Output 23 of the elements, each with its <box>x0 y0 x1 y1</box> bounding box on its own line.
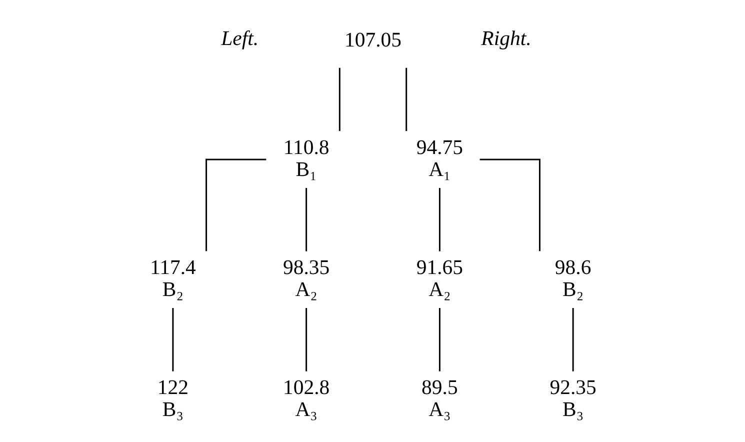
node-text: 117.4 B₂ <box>149 256 196 302</box>
node-text: 98.6 B₂ <box>554 256 591 302</box>
connector <box>405 68 407 132</box>
node-text: 91.65 A₂ <box>416 256 463 302</box>
connector <box>338 68 340 132</box>
connector <box>305 308 307 372</box>
node-text: 102.8 A₃ <box>282 376 330 422</box>
connector <box>438 308 440 372</box>
connector <box>305 188 307 252</box>
connector <box>438 188 440 252</box>
node-text: 94.75 A₁ <box>416 136 463 182</box>
label: Right. <box>480 28 531 50</box>
connector <box>172 308 174 372</box>
node-text: 98.35 A₂ <box>282 256 330 302</box>
node-text: 107.05 <box>344 29 402 52</box>
node-text: 122 B₃ <box>156 376 188 422</box>
node-text: 92.35 B₃ <box>549 376 596 422</box>
node-text: 89.5 A₃ <box>421 376 458 422</box>
node-text: 110.8 B₁ <box>282 136 329 182</box>
label: Left. <box>220 28 258 50</box>
connector <box>479 158 540 252</box>
connector <box>205 158 266 252</box>
connector <box>572 308 574 372</box>
